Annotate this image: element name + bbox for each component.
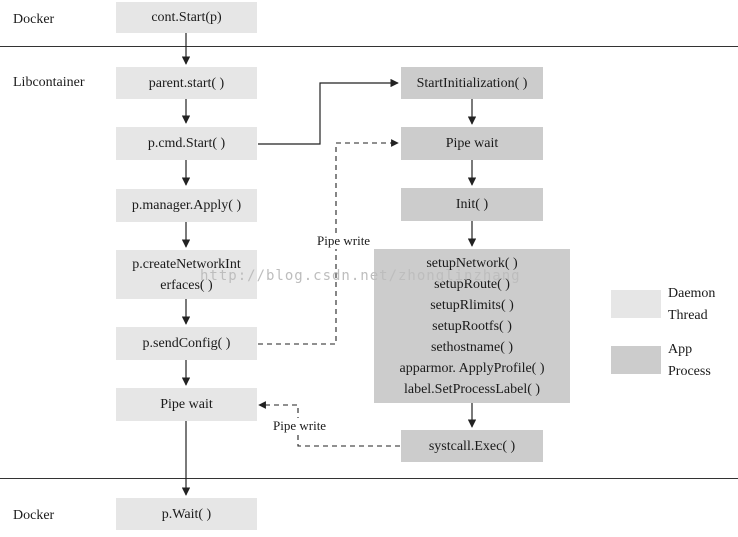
syscall-exec-box: systcall.Exec( ) (401, 430, 543, 462)
legend-daemon-label: Daemon Thread (668, 283, 715, 327)
create-network-interfaces-box: p.createNetworkInt erfaces( ) (116, 250, 257, 299)
setup-route-step: setupRoute( ) (434, 276, 510, 292)
manager-apply-box: p.manager.Apply( ) (116, 189, 257, 222)
init-box: Init( ) (401, 188, 543, 221)
pipe-write-label-2: Pipe write (272, 418, 328, 434)
wait-box: p.Wait( ) (116, 498, 257, 530)
lane-divider-top (0, 46, 738, 47)
create-network-line1: p.createNetworkInt (132, 256, 241, 272)
arrow-cmd-to-startinit (258, 78, 399, 145)
legend-daemon-swatch (611, 290, 661, 318)
daemon-pipe-wait-box: Pipe wait (116, 388, 257, 421)
legend-app-label: App Process (668, 339, 711, 383)
lane-label-docker-top: Docker (13, 12, 55, 27)
setup-rootfs-step: setupRootfs( ) (432, 318, 512, 334)
apparmor-apply-profile-step: apparmor. ApplyProfile( ) (399, 360, 545, 376)
set-process-label-step: label.SetProcessLabel( ) (403, 381, 541, 397)
legend-app-line2: Process (668, 364, 711, 379)
setup-rlimits-step: setupRlimits( ) (430, 297, 514, 313)
legend-app-line1: App (668, 342, 693, 357)
legend-daemon-line2: Thread (668, 308, 708, 323)
parent-start-box: parent.start( ) (116, 67, 257, 99)
lane-label-docker-bottom: Docker (13, 508, 55, 523)
sethostname-step: sethostname( ) (430, 339, 514, 355)
lane-label-libcontainer: Libcontainer (13, 75, 85, 90)
cont-start-box: cont.Start(p) (116, 2, 257, 33)
create-network-line2: erfaces( ) (160, 277, 213, 293)
lane-divider-bottom (0, 478, 738, 479)
app-pipe-wait-box: Pipe wait (401, 127, 543, 160)
dashed-arrow-pipe-write-2 (258, 401, 400, 447)
dashed-arrow-pipe-write-1 (258, 139, 399, 345)
pipe-write-label-1: Pipe write (316, 233, 372, 249)
legend-app-swatch (611, 346, 661, 374)
setup-steps-box: setupNetwork( ) setupRoute( ) setupRlimi… (374, 249, 570, 403)
send-config-box: p.sendConfig( ) (116, 327, 257, 360)
cmd-start-box: p.cmd.Start( ) (116, 127, 257, 160)
setup-network-step: setupNetwork( ) (426, 255, 518, 271)
watermark-text: http://blog.csdn.net/zhonglinzhang (200, 268, 521, 284)
start-initialization-box: StartInitialization( ) (401, 67, 543, 99)
legend-daemon-line1: Daemon (668, 286, 716, 301)
